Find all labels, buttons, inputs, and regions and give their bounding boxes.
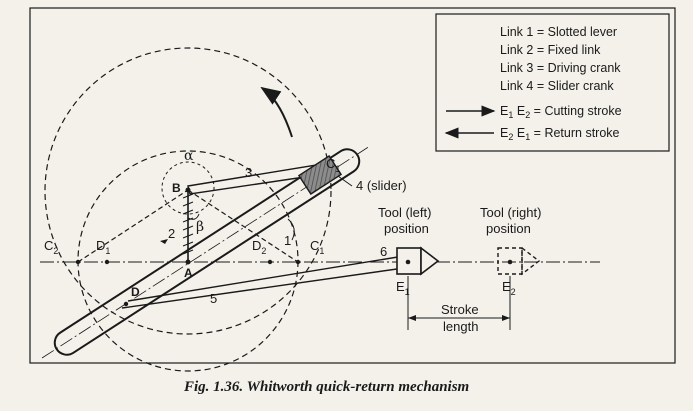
tool-left-label-1: Tool (left)	[378, 205, 431, 220]
label-B: B	[172, 181, 181, 195]
label-E1: E1	[396, 279, 410, 297]
legend-link2: Link 2 = Fixed link	[500, 43, 601, 57]
tool-left-label-2: position	[384, 221, 429, 236]
legend-cutting: E1 E2 = Cutting stroke	[500, 104, 622, 120]
point-C1	[295, 259, 301, 265]
point-A	[185, 259, 191, 265]
legend-link4: Link 4 = Slider crank	[500, 79, 614, 93]
dashed-C2-B	[77, 189, 189, 263]
tool-left	[396, 246, 440, 276]
stroke-label-2: length	[443, 319, 478, 334]
legend-link3: Link 3 = Driving crank	[500, 61, 621, 75]
tool-right-label-2: position	[486, 221, 531, 236]
beta-label: β	[196, 219, 204, 235]
link-6-label: 6	[380, 244, 387, 259]
link-5-label: 5	[210, 291, 217, 306]
label-D1: D1	[96, 238, 110, 256]
point-B	[185, 187, 191, 193]
point-D	[123, 301, 129, 307]
slotted-lever	[53, 148, 361, 356]
label-C1: C1	[310, 238, 324, 256]
figure-frame	[29, 7, 676, 364]
alpha-label: α	[184, 148, 194, 164]
legend-return: E2 E1 = Return stroke	[500, 126, 620, 142]
tool-right-label-1: Tool (right)	[480, 205, 541, 220]
slider-label: 4 (slider)	[356, 178, 407, 193]
crank-path-circle	[44, 47, 332, 335]
rotation-arrow	[260, 86, 293, 138]
pin-circle	[161, 161, 215, 215]
legend: Link 1 = Slotted lever Link 2 = Fixed li…	[435, 13, 670, 152]
label-E2: E2	[502, 279, 516, 297]
connecting-rod	[127, 255, 405, 302]
stroke-label-1: Stroke	[441, 302, 479, 317]
legend-link1: Link 1 = Slotted lever	[500, 25, 617, 39]
label-D2: D2	[252, 238, 266, 256]
link-1-label: 1	[284, 233, 291, 248]
tool-right	[497, 246, 541, 276]
dashed-B-C1	[187, 189, 299, 263]
figure-caption: Fig. 1.36. Whitworth quick-return mechan…	[183, 379, 469, 395]
slider-block	[297, 155, 343, 195]
link-3-label: 3	[245, 165, 252, 180]
label-C2: C2	[44, 238, 58, 256]
point-D1	[104, 259, 110, 265]
label-D: D	[131, 285, 140, 299]
link-2-label: 2	[168, 226, 175, 241]
label-A: A	[184, 266, 193, 280]
point-D2	[267, 259, 273, 265]
point-C2	[75, 259, 81, 265]
label-C-top: C1	[326, 156, 340, 174]
